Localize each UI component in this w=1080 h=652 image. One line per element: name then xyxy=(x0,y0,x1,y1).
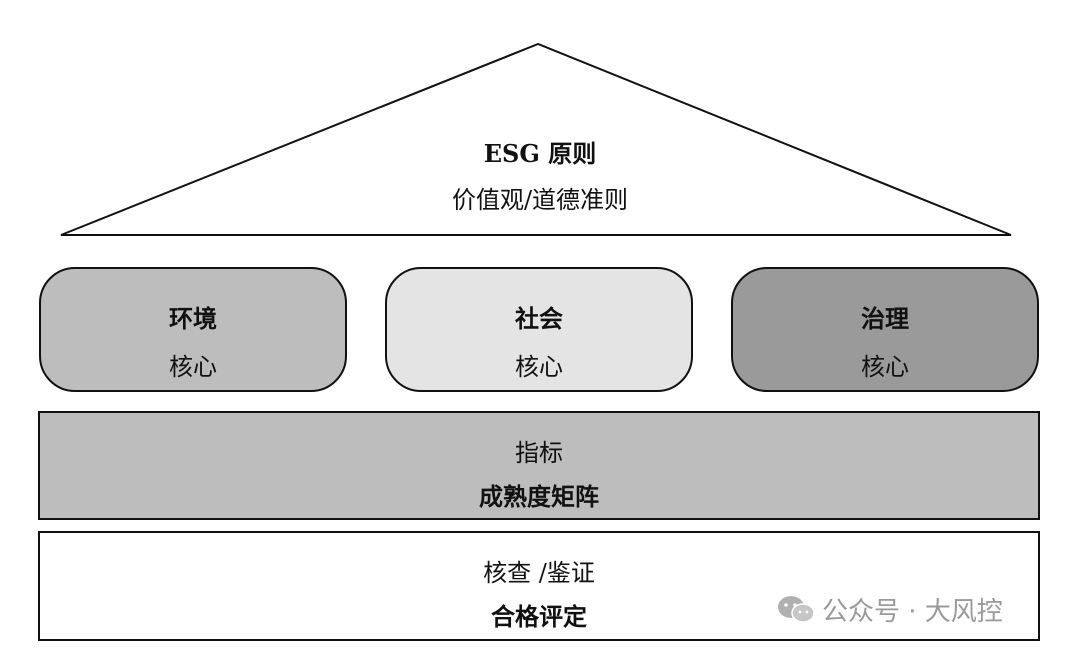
pillar-social: 社会 核心 xyxy=(385,267,693,392)
verification-band-line1: 核查 /鉴证 xyxy=(483,559,595,587)
wechat-icon xyxy=(778,595,815,623)
indicator-band-line1: 指标 xyxy=(515,439,563,467)
watermark: 公众号 · 大风控 xyxy=(776,591,1003,628)
pillar-governance: 治理 核心 xyxy=(731,267,1039,392)
roof-subtitle: 价值观/道德准则 xyxy=(451,186,629,214)
verification-band: 核查 /鉴证 合格评定 xyxy=(38,531,1040,641)
pillar-subtitle: 核心 xyxy=(169,353,217,381)
pillar-title: 环境 xyxy=(169,304,217,333)
pillar-title: 社会 xyxy=(515,304,563,333)
verification-band-line2: 合格评定 xyxy=(491,602,587,631)
roof-title: ESG 原则 xyxy=(483,139,597,168)
pillar-subtitle: 核心 xyxy=(515,353,563,381)
indicator-band: 指标 成熟度矩阵 xyxy=(38,411,1040,520)
indicator-band-line2: 成熟度矩阵 xyxy=(479,482,599,511)
watermark-text: 公众号 · 大风控 xyxy=(822,597,1003,627)
pillar-title: 治理 xyxy=(861,304,909,333)
pillar-environment: 环境 核心 xyxy=(39,267,347,392)
pillar-subtitle: 核心 xyxy=(861,353,909,381)
